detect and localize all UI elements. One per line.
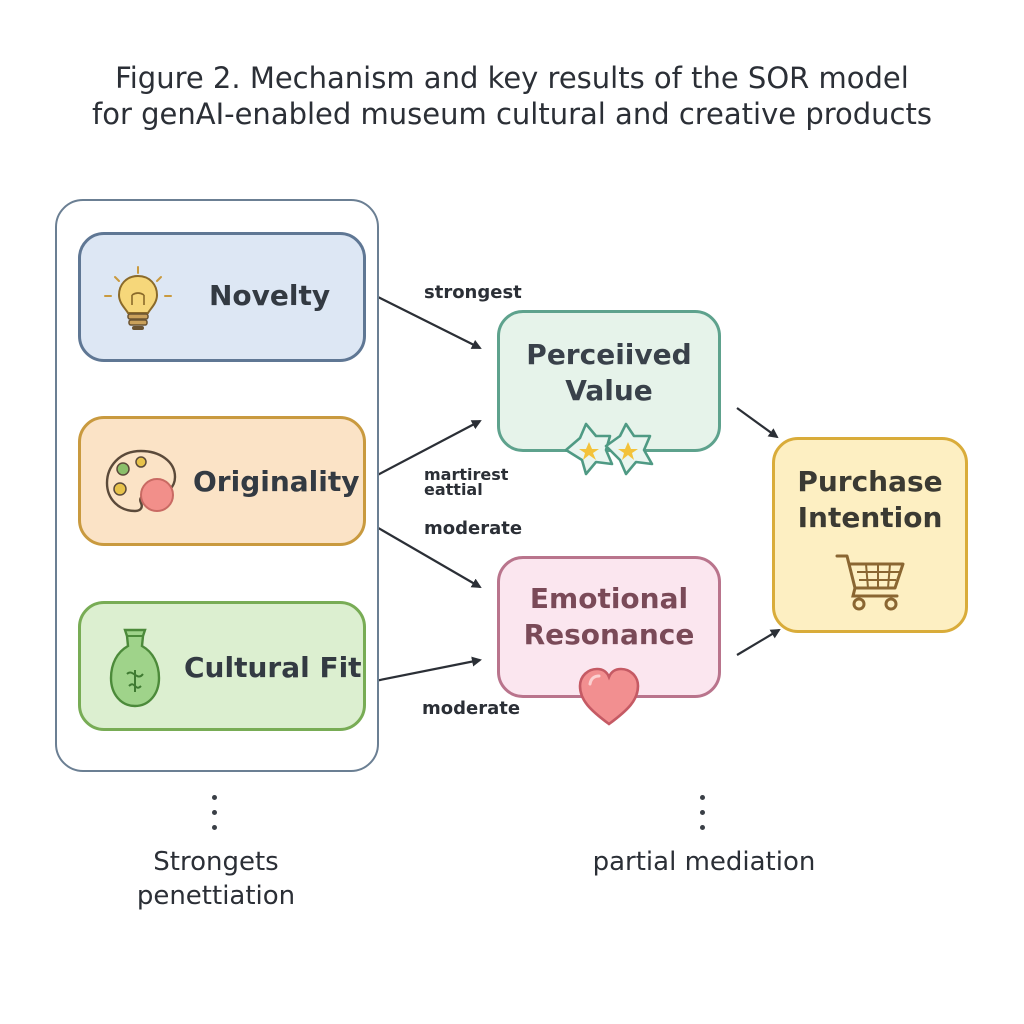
perceived-value-box: Perceiived Value [497,310,721,452]
cultural-fit-label: Cultural Fit [184,651,362,684]
perceived-value-label-line-2: Value [565,374,653,407]
cultural-fit-box: Cultural Fit [78,601,366,731]
heart-icon [578,667,640,726]
originality-box: Originality [78,416,366,546]
perceived-value-label: Perceiived Value [500,337,718,409]
palette-icon [105,449,177,513]
left-footnote: Strongets penettiation [116,845,316,913]
title-line-1: Figure 2. Mechanism and key results of t… [115,61,909,95]
edge-label-cultural-fit-emotional-resonance: moderate [422,698,521,719]
right-footnote: partial mediation [592,847,816,877]
purchase-intention-label-line-1: Purchase [797,465,943,498]
arrow-originality-to-perceived-value [367,420,482,481]
stars-icon [564,422,654,476]
emotional-resonance-label-line-1: Emotional [529,582,689,615]
perceived-value-label-line-1: Perceiived [526,338,692,371]
emotional-resonance-label-line-2: Resonance [523,618,695,651]
novelty-box: Novelty [78,232,366,362]
emotional-resonance-label: Emotional Resonance [500,581,718,653]
lightbulb-icon [104,266,172,330]
edge-label-originality-perceived-value-line-2: eattial [424,480,483,499]
edge-label-novelty-perceived-value: strongest [424,282,522,303]
edge-label-originality-emotional-resonance: moderate [424,518,523,539]
edge-label-originality-perceived-value: martirest eattial [424,465,509,499]
purchase-intention-label-line-2: Intention [797,501,943,534]
originality-label: Originality [193,465,360,498]
arrow-originality-to-emotional-resonance [367,521,482,589]
left-ellipsis-dots [212,795,218,840]
purchase-intention-box: Purchase Intention [772,437,968,633]
left-footnote-line-1: Strongets [153,847,279,877]
figure-title: Figure 2. Mechanism and key results of t… [0,60,1024,132]
right-ellipsis-dots [700,795,706,840]
title-line-2: for genAI-enabled museum cultural and cr… [92,97,932,131]
arrow-emotional-resonance-to-purchase-intention [736,628,781,656]
novelty-label: Novelty [209,279,331,312]
left-footnote-line-2: penettiation [136,881,296,911]
shopping-cart-icon [835,554,905,611]
arrow-cultural-fit-to-emotional-resonance [369,656,482,684]
purchase-intention-label: Purchase Intention [775,464,965,536]
vase-icon [109,628,161,708]
arrow-novelty-to-perceived-value [367,291,482,349]
edge-label-originality-perceived-value-line-1: martirest [424,465,509,484]
arrow-perceived-value-to-purchase-intention [736,407,779,439]
